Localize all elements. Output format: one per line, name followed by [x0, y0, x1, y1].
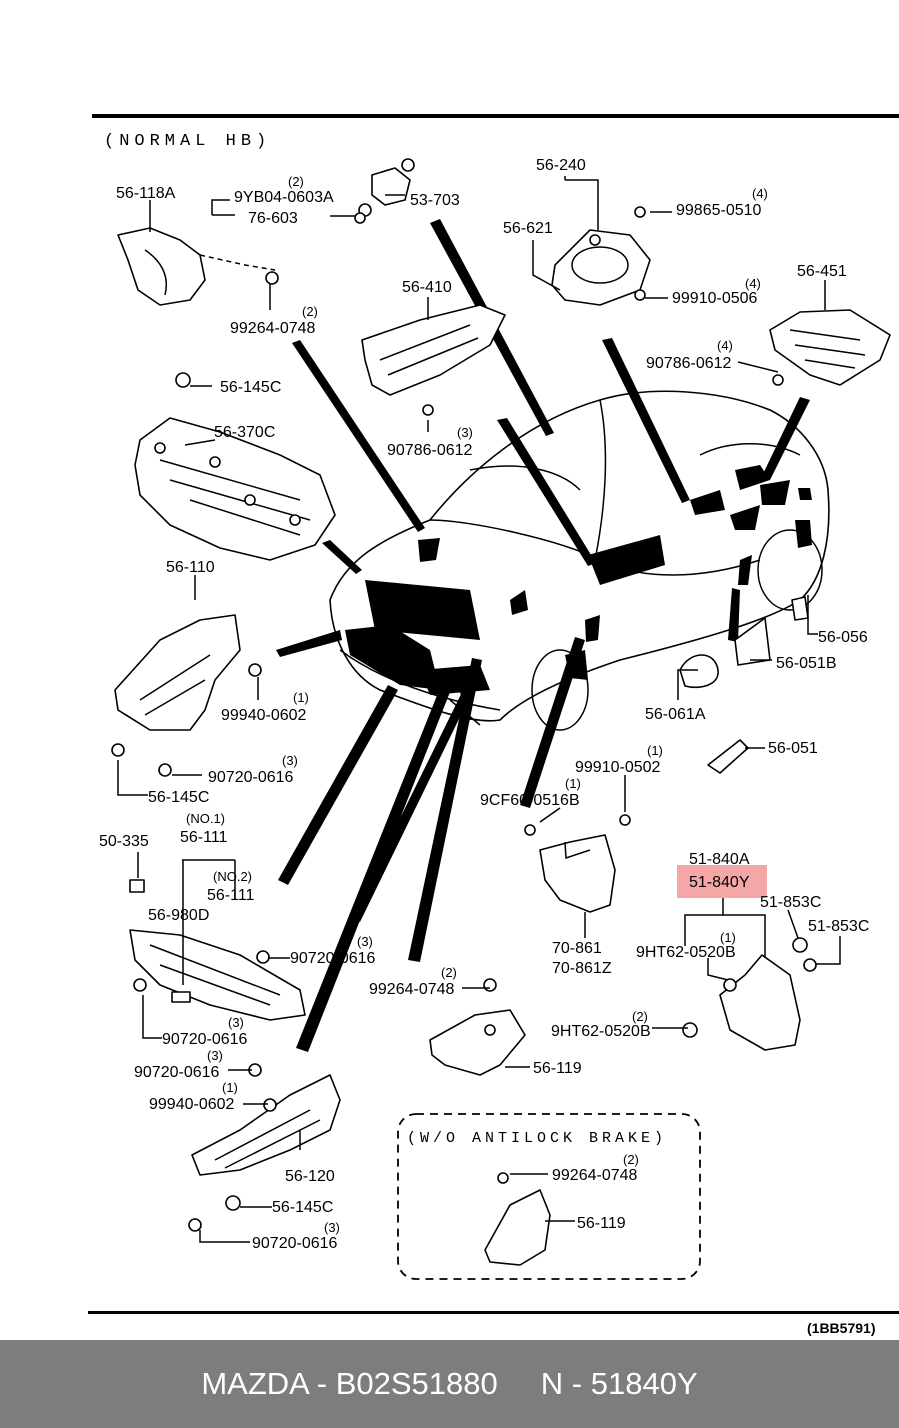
qty-9HT62-b: (2): [632, 1009, 648, 1024]
label-51-840Y: 51-840Y: [689, 874, 750, 891]
part-labels: 56-118A (2) 9YB04-0603A 76-603 53-703 (2…: [99, 157, 875, 1336]
part-53-703: [358, 158, 415, 217]
label-51-840A: 51-840A: [689, 851, 750, 868]
label-99264-0748-mid: 99264-0748: [369, 981, 455, 998]
label-53-703: 53-703: [410, 192, 460, 209]
qty-9YB04: (2): [288, 174, 304, 189]
car-body: [329, 390, 830, 731]
qty-99865: (4): [752, 186, 768, 201]
part-56-110: [114, 614, 262, 731]
label-56-120: 56-120: [285, 1168, 335, 1185]
part-70-861: [539, 834, 616, 913]
label-90720-0616-b: 90720-0616: [290, 950, 376, 967]
label-56-111-no1: 56-111: [180, 829, 228, 846]
qty-99264-mid: (2): [441, 965, 457, 980]
label-99910-0502: 99910-0502: [575, 759, 661, 776]
qty-99940-a: (1): [293, 690, 309, 705]
label-56-061A: 56-061A: [645, 706, 706, 723]
label-56-119-inset: 56-119: [577, 1215, 626, 1232]
label-56-621: 56-621: [503, 220, 553, 237]
label-56-410: 56-410: [402, 279, 452, 296]
footer-bar: MAZDA - B02S51880 N - 51840Y: [0, 1340, 899, 1428]
qty-99940-b: (1): [222, 1080, 238, 1095]
part-56-119-main: [429, 1009, 526, 1076]
label-9HT62-0520B-b: 9HT62-0520B: [551, 1023, 651, 1040]
qty-99910-a: (4): [745, 276, 761, 291]
highlight-box: [677, 865, 767, 898]
label-51-853C-a: 51-853C: [760, 894, 821, 911]
leader-lines: [117, 176, 841, 1243]
label-56-119-main: 56-119: [533, 1060, 582, 1077]
qty-99264-top: (2): [302, 304, 318, 319]
part-56-119-inset: [484, 1172, 551, 1266]
label-56-370C: 56-370C: [214, 424, 275, 441]
qty-9CF60: (1): [565, 776, 581, 791]
label-56-118A: 56-118A: [116, 185, 176, 202]
label-56-145C-c: 56-145C: [272, 1199, 333, 1216]
label-99264-0748-top: 99264-0748: [230, 320, 316, 337]
label-99940-0602-a: 99940-0602: [221, 707, 307, 724]
top-rule: [92, 114, 899, 118]
qty-90720-a: (3): [282, 753, 298, 768]
label-90720-0616-e: 90720-0616: [252, 1235, 338, 1252]
part-51-840: [719, 937, 817, 1051]
label-9YB04-0603A: 9YB04-0603A: [234, 189, 334, 206]
part-56-370C: [134, 417, 336, 561]
label-90720-0616-c: 90720-0616: [162, 1031, 248, 1048]
label-99910-0506: 99910-0506: [672, 290, 758, 307]
qty-90720-e: (3): [324, 1220, 340, 1235]
qty-90720-b: (3): [357, 934, 373, 949]
label-50-335: 50-335: [99, 833, 149, 850]
inset-caption: (W/O ANTILOCK BRAKE): [407, 1130, 667, 1147]
part-56-111: [129, 879, 306, 1021]
part-56-451: [769, 309, 891, 386]
label-70-861Z: 70-861Z: [552, 960, 612, 977]
part-56-120: [191, 1074, 341, 1176]
label-56-240: 56-240: [536, 157, 586, 174]
fasteners: [111, 206, 784, 1232]
label-56-451: 56-451: [797, 263, 847, 280]
label-56-145C-b: 56-145C: [148, 789, 209, 806]
label-56-980D: 56-980D: [148, 907, 209, 924]
label-51-853C-b: 51-853C: [808, 918, 869, 935]
qty-90720-c: (3): [228, 1015, 244, 1030]
label-56-051: 56-051: [768, 740, 818, 757]
label-70-861: 70-861: [552, 940, 602, 957]
label-56-110: 56-110: [166, 559, 215, 576]
label-90786-0612-a: 90786-0612: [387, 442, 473, 459]
parts-diagram: (NORMAL HB): [88, 114, 899, 1336]
label-56-145C-a: 56-145C: [220, 379, 281, 396]
label-90720-0616-a: 90720-0616: [208, 769, 294, 786]
label-99264-0748-inset: 99264-0748: [552, 1167, 638, 1184]
label-99940-0602-b: 99940-0602: [149, 1096, 235, 1113]
qty-no2: (NO.2): [213, 869, 252, 884]
label-90720-0616-d: 90720-0616: [134, 1064, 220, 1081]
qty-9HT62-a: (1): [720, 930, 736, 945]
qty-90720-d: (3): [207, 1048, 223, 1063]
label-76-603: 76-603: [248, 210, 298, 227]
footer-caption: MAZDA - B02S51880 N - 51840Y: [201, 1366, 698, 1401]
bottom-rule: [88, 1311, 899, 1314]
part-56-240: [532, 179, 651, 306]
qty-99910-b: (1): [647, 743, 663, 758]
label-56-056: 56-056: [818, 629, 868, 646]
qty-99264-inset: (2): [623, 1152, 639, 1167]
label-99865-0510: 99865-0510: [676, 202, 762, 219]
trim-pieces: [679, 596, 809, 774]
part-56-410: [361, 304, 506, 396]
label-9HT62-0520B-a: 9HT62-0520B: [636, 944, 736, 961]
section-caption: (NORMAL HB): [104, 132, 271, 151]
label-90786-0612-b: 90786-0612: [646, 355, 732, 372]
label-56-111-no2: 56-111: [207, 887, 255, 904]
reference-code: (1BB5791): [807, 1320, 875, 1336]
qty-no1: (NO.1): [186, 811, 225, 826]
qty-90786-a: (3): [457, 425, 473, 440]
label-9CF60-0516B: 9CF60-0516B: [480, 792, 580, 809]
leader-wedges: [276, 219, 810, 1052]
inset-box: [397, 1113, 701, 1280]
part-56-118A: [117, 227, 276, 306]
label-56-051B: 56-051B: [776, 655, 837, 672]
qty-90786-b: (4): [717, 338, 733, 353]
